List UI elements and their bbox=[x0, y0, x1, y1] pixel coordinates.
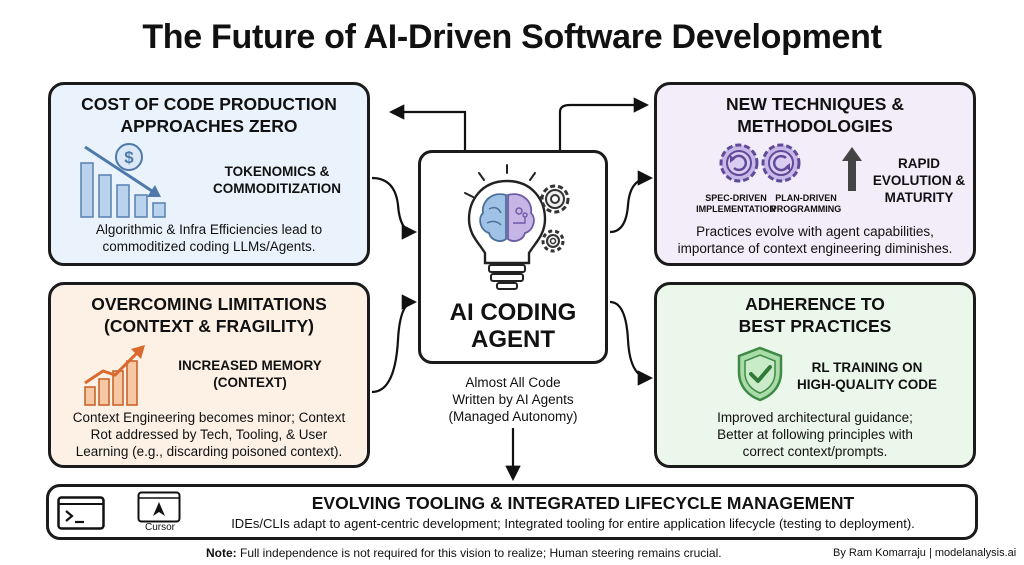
increased-memory-label: INCREASED MEMORY (CONTEXT) bbox=[155, 357, 345, 391]
techniques-body-line2: importance of context engineering dimini… bbox=[677, 241, 953, 256]
spec-driven-line2: IMPLEMENTATION bbox=[696, 204, 776, 214]
shield-check-icon bbox=[737, 346, 783, 402]
rapid-evolution-label: RAPID EVOLUTION & MATURITY bbox=[863, 155, 975, 206]
footer-credit: By Ram Komarraju | modelanalysis.ai bbox=[833, 547, 1017, 559]
gear-icon bbox=[540, 184, 570, 214]
rl-training-label: RL TRAINING ON HIGH-QUALITY CODE bbox=[781, 359, 953, 393]
rapid-line2: EVOLUTION & bbox=[872, 173, 966, 188]
up-arrow-icon bbox=[842, 147, 862, 191]
rapid-line1: RAPID bbox=[897, 156, 940, 171]
cost-heading-line1: COST OF CODE PRODUCTION bbox=[81, 94, 337, 114]
plan-driven-line2: PROGRAMMING bbox=[770, 204, 842, 214]
ai-coding-agent-box: AI CODING AGENT bbox=[418, 150, 608, 364]
cost-body-line1: Algorithmic & Infra Efficiencies lead to bbox=[95, 222, 323, 237]
note-label: Note: bbox=[206, 546, 237, 560]
ai-coding-agent-title: AI CODING AGENT bbox=[421, 299, 605, 353]
rising-bars-icon bbox=[84, 345, 145, 406]
arrow-to-top-right-side bbox=[609, 170, 654, 234]
best-practices-heading-line2: BEST PRACTICES bbox=[738, 316, 892, 336]
center-title-line1: AI CODING bbox=[449, 299, 577, 326]
arrow-to-bottom-right-side bbox=[609, 300, 654, 386]
best-practices-body-line1: Improved architectural guidance; bbox=[717, 410, 913, 425]
plan-driven-line1: PLAN-DRIVEN bbox=[775, 193, 837, 203]
svg-text:$: $ bbox=[124, 148, 134, 167]
cost-body-line2: commoditized coding LLMs/Agents. bbox=[102, 239, 316, 254]
techniques-body: Practices evolve with agent capabilities… bbox=[657, 223, 973, 257]
new-techniques-box: NEW TECHNIQUES & METHODOLOGIES SPEC-DRIV… bbox=[654, 82, 976, 266]
techniques-heading-line1: NEW TECHNIQUES & bbox=[726, 94, 904, 114]
center-title-line2: AGENT bbox=[471, 326, 555, 353]
footer-note: Note: Full independence is not required … bbox=[206, 546, 722, 560]
cursor-app-icon bbox=[137, 491, 181, 523]
page-title: The Future of AI-Driven Software Develop… bbox=[142, 18, 882, 56]
tokenomics-line2: COMMODITIZATION bbox=[213, 181, 341, 196]
spec-driven-line1: SPEC-DRIVEN bbox=[705, 193, 767, 203]
cost-of-code-box: COST OF CODE PRODUCTION APPROACHES ZERO … bbox=[48, 82, 370, 266]
evolving-tooling-box: Cursor EVOLVING TOOLING & INTEGRATED LIF… bbox=[46, 484, 978, 540]
note-text: Full independence is not required for th… bbox=[236, 546, 722, 560]
overcoming-limitations-box: OVERCOMING LIMITATIONS (CONTEXT & FRAGIL… bbox=[48, 282, 370, 468]
memory-line1: INCREASED MEMORY bbox=[178, 358, 322, 373]
tokenomics-label: TOKENOMICS & COMMODITIZATION bbox=[197, 163, 357, 197]
falling-bars-icon: $ bbox=[80, 143, 166, 218]
tooling-heading: EVOLVING TOOLING & INTEGRATED LIFECYCLE … bbox=[311, 493, 855, 513]
caption-line2: Written by AI Agents bbox=[452, 392, 574, 407]
cursor-label: Cursor bbox=[144, 522, 175, 533]
rl-training-line2: HIGH-QUALITY CODE bbox=[796, 377, 937, 392]
memory-line2: (CONTEXT) bbox=[213, 375, 287, 390]
limitations-heading-line1: OVERCOMING LIMITATIONS bbox=[91, 294, 327, 314]
best-practices-box: ADHERENCE TO BEST PRACTICES RL TRAINING … bbox=[654, 282, 976, 468]
caption-line1: Almost All Code bbox=[465, 375, 561, 390]
best-practices-body-line2: Better at following principles with bbox=[717, 427, 913, 442]
spec-driven-label: SPEC-DRIVEN IMPLEMENTATION bbox=[693, 193, 779, 215]
plan-driven-label: PLAN-DRIVEN PROGRAMMING bbox=[765, 193, 847, 215]
rl-training-line1: RL TRAINING ON bbox=[811, 360, 923, 375]
gear-icon bbox=[541, 229, 565, 253]
caption-line3: (Managed Autonomy) bbox=[448, 409, 578, 424]
best-practices-body: Improved architectural guidance; Better … bbox=[657, 409, 973, 460]
limitations-body-line1: Context Engineering becomes minor; Conte… bbox=[72, 410, 346, 425]
best-practices-heading-line1: ADHERENCE TO bbox=[745, 294, 885, 314]
best-practices-heading: ADHERENCE TO BEST PRACTICES bbox=[657, 293, 973, 337]
lightbulb-brain-icon bbox=[464, 164, 570, 290]
techniques-heading-line2: METHODOLOGIES bbox=[737, 116, 893, 136]
arrow-from-top-left bbox=[371, 176, 418, 240]
cost-body: Algorithmic & Infra Efficiencies lead to… bbox=[51, 221, 367, 255]
arrow-to-top-left-top bbox=[388, 104, 467, 150]
techniques-heading: NEW TECHNIQUES & METHODOLOGIES bbox=[657, 93, 973, 137]
limitations-heading: OVERCOMING LIMITATIONS (CONTEXT & FRAGIL… bbox=[51, 293, 367, 337]
limitations-heading-line2: (CONTEXT & FRAGILITY) bbox=[104, 316, 314, 336]
arrow-to-top-right-top bbox=[558, 97, 650, 150]
gear-cycle-icon bbox=[719, 143, 801, 183]
arrow-from-bottom-left bbox=[371, 294, 418, 394]
limitations-body: Context Engineering becomes minor; Conte… bbox=[51, 409, 367, 460]
center-caption: Almost All Code Written by AI Agents (Ma… bbox=[418, 374, 608, 425]
terminal-icon bbox=[57, 496, 105, 530]
tooling-body: IDEs/CLIs adapt to agent-centric develop… bbox=[231, 516, 915, 531]
techniques-body-line1: Practices evolve with agent capabilities… bbox=[696, 224, 934, 239]
limitations-body-line3: Learning (e.g., discarding poisoned cont… bbox=[75, 444, 343, 459]
limitations-body-line2: Rot addressed by Tech, Tooling, & User bbox=[90, 427, 328, 442]
dollar-coin-icon: $ bbox=[115, 143, 143, 171]
cost-heading: COST OF CODE PRODUCTION APPROACHES ZERO bbox=[51, 93, 367, 137]
rapid-line3: MATURITY bbox=[884, 190, 954, 205]
cost-heading-line2: APPROACHES ZERO bbox=[120, 116, 298, 136]
best-practices-body-line3: correct context/prompts. bbox=[742, 444, 888, 459]
tokenomics-line1: TOKENOMICS & bbox=[224, 164, 330, 179]
